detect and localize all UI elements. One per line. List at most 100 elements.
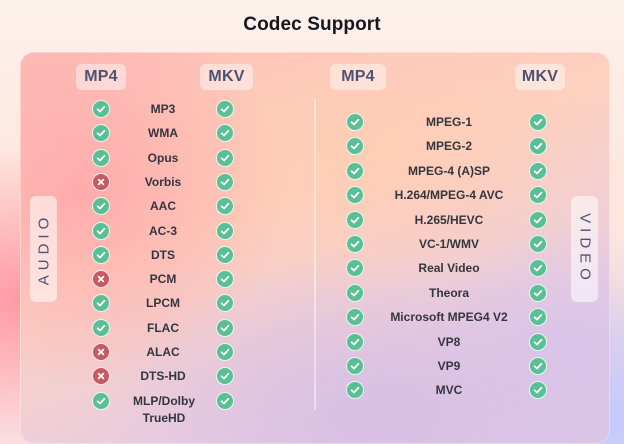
codec-name: ALAC (146, 345, 180, 359)
check-circle-icon (346, 381, 364, 400)
audio-codec-row: MP3 (20, 100, 610, 120)
audio-codec-row: FLAC (20, 318, 610, 339)
check-circle-icon (346, 235, 364, 253)
check-circle-icon (92, 318, 110, 337)
check-circle-icon (216, 221, 234, 240)
codec-name: MLP/Dolby TrueHD (133, 393, 195, 425)
x-circle-icon (92, 343, 110, 361)
audio-codec-row: Vorbis (20, 172, 610, 193)
codec-name: WMA (148, 126, 178, 141)
check-circle-icon (346, 113, 364, 131)
check-circle-icon (529, 113, 547, 131)
check-circle-icon (346, 161, 364, 180)
video-codec-row: MVC (20, 381, 610, 401)
codec-name: Vorbis (144, 174, 182, 189)
check-circle-icon (346, 210, 364, 229)
codec-name: MPEG-1 (425, 115, 472, 129)
page-title: Codec Support (243, 14, 381, 35)
check-circle-icon (92, 197, 110, 216)
audio-codec-row: AC-3 (20, 221, 610, 242)
section-divider (314, 98, 316, 410)
check-circle-icon (529, 137, 547, 156)
check-circle-icon (529, 186, 547, 205)
check-circle-icon (92, 294, 110, 313)
check-circle-icon (529, 332, 547, 351)
video-codec-row: VP9 (20, 357, 610, 377)
video-codec-row: VP8 (20, 332, 610, 353)
audio-codec-row: AAC (20, 197, 610, 217)
x-circle-icon (92, 172, 110, 191)
codec-name: MVC (435, 383, 463, 398)
video-codec-row: MPEG-1 (20, 113, 610, 133)
check-circle-icon (92, 221, 110, 240)
audio-codec-row: DTS (20, 245, 610, 266)
check-circle-icon (216, 318, 234, 337)
video-codec-row: H.264/MPEG-4 AVC (20, 186, 610, 206)
check-circle-icon (216, 343, 234, 361)
check-circle-icon (216, 100, 234, 118)
video-codec-row: Real Video (20, 259, 610, 279)
check-circle-icon (92, 100, 110, 118)
codec-name: PCM (149, 272, 177, 287)
check-circle-icon (346, 357, 364, 375)
check-circle-icon (92, 245, 110, 264)
check-circle-icon (92, 148, 110, 167)
codec-name: DTS (151, 247, 175, 262)
check-circle-icon (216, 172, 234, 191)
check-circle-icon (216, 294, 234, 313)
video-codec-row: MPEG-4 (A)SP (20, 161, 610, 182)
video-mkv-header: MKV (515, 64, 565, 90)
check-circle-icon (346, 137, 364, 156)
codec-name: AC-3 (148, 223, 177, 238)
codec-name: VC-1/WMV (419, 237, 479, 251)
x-circle-icon (92, 270, 110, 289)
check-circle-icon (216, 270, 234, 289)
audio-codec-row: ALAC (20, 343, 610, 363)
codec-name: VP8 (437, 334, 461, 349)
codec-name: Real Video (418, 261, 480, 276)
video-codec-row: MPEG-2 (20, 137, 610, 157)
check-circle-icon (346, 259, 364, 278)
check-circle-icon (216, 367, 234, 386)
check-circle-icon (92, 391, 110, 410)
audio-codec-row: Opus (20, 148, 610, 169)
audio-codec-row: LPCM (20, 294, 610, 314)
check-circle-icon (216, 148, 234, 167)
codec-name: AAC (150, 199, 176, 214)
check-circle-icon (216, 124, 234, 143)
check-circle-icon (346, 308, 364, 327)
codec-name: DTS-HD (140, 369, 186, 384)
codec-name: Opus (147, 150, 179, 165)
check-circle-icon (216, 245, 234, 264)
audio-mkv-header: MKV (200, 64, 253, 90)
audio-codec-row: PCM (20, 270, 610, 290)
codec-name: LPCM (146, 296, 180, 311)
check-circle-icon (529, 235, 547, 253)
video-mp4-header: MP4 (330, 64, 386, 90)
check-circle-icon (92, 124, 110, 143)
check-circle-icon (346, 186, 364, 205)
x-circle-icon (92, 367, 110, 386)
video-codec-row: Microsoft MPEG4 V2 (20, 308, 610, 328)
check-circle-icon (529, 259, 547, 278)
codec-name: H.264/MPEG-4 AVC (394, 188, 504, 203)
audio-codec-row: MLP/Dolby TrueHD (20, 391, 610, 425)
check-circle-icon (529, 357, 547, 375)
audio-codec-row: DTS-HD (20, 367, 610, 387)
codec-name: FLAC (147, 320, 179, 335)
codec-name: MPEG-2 (425, 139, 472, 154)
check-circle-icon (529, 308, 547, 327)
audio-mp4-header: MP4 (76, 64, 126, 90)
check-circle-icon (529, 283, 547, 302)
codec-name: VP9 (437, 359, 461, 373)
check-circle-icon (346, 332, 364, 351)
video-codec-row: Theora (20, 283, 610, 304)
codec-name: MP3 (150, 102, 176, 116)
video-codec-row: H.265/HEVC (20, 210, 610, 231)
check-circle-icon (216, 391, 234, 410)
video-codec-row: VC-1/WMV (20, 235, 610, 255)
codec-name: H.265/HEVC (414, 212, 484, 227)
audio-section-tab: AUDIO (30, 196, 57, 302)
check-circle-icon (529, 161, 547, 180)
